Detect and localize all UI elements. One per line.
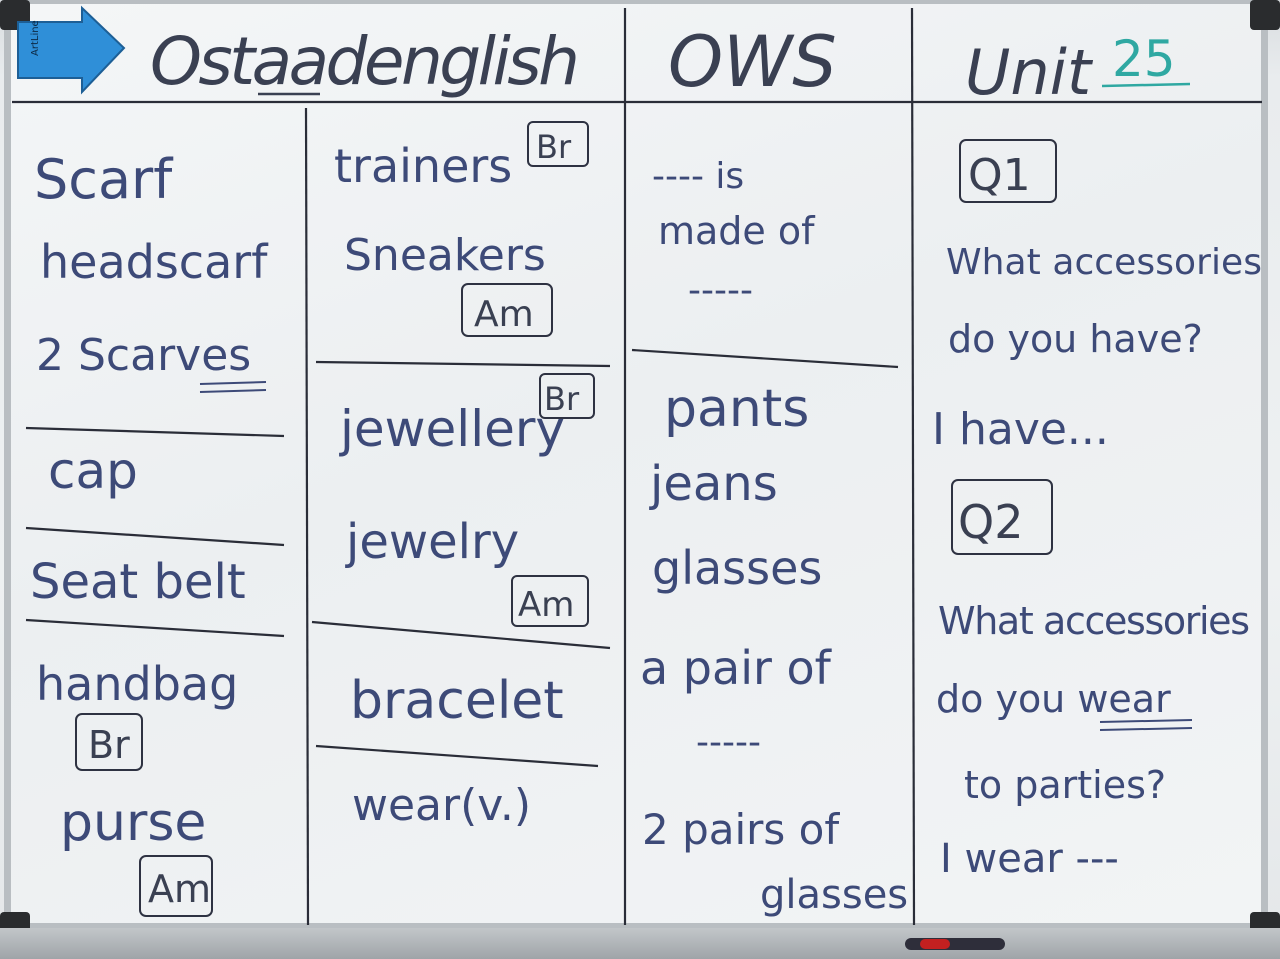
tag-box-trainers [527, 121, 589, 167]
word-glasses: glasses [652, 541, 822, 595]
tag-box-jewellery [539, 373, 595, 419]
word-scarf: Scarf [34, 148, 174, 211]
frame-corner-top-right [1250, 0, 1280, 30]
word-handbag: handbag [36, 657, 238, 711]
unit-number-underline [1101, 82, 1191, 88]
tag-box-q2 [951, 479, 1053, 555]
q1-answer: I have... [932, 404, 1109, 455]
word-jeans: jeans [649, 456, 778, 512]
word-cap: cap [48, 442, 138, 500]
tag-box-q1 [959, 139, 1057, 203]
tag-box-jewelry [511, 575, 589, 627]
phrase-pairs-of: 2 pairs of [642, 805, 840, 854]
word-wear: wear(v.) [352, 780, 531, 831]
whiteboard-frame [4, 0, 1268, 930]
word-pairs-glasses: glasses [760, 872, 908, 918]
tag-trainers: Br [536, 128, 572, 166]
tag-jewelry: Am [518, 585, 574, 625]
phrase-pair-of: a pair of [640, 641, 833, 695]
word-scarves: 2 Scarves [36, 330, 251, 381]
brand-title: Ostaadenglish [150, 23, 580, 100]
word-jewelry: jewelry [345, 514, 519, 570]
tag-box-sneakers [461, 283, 553, 337]
tag-q2: Q2 [958, 495, 1023, 549]
q2-line2: do you wear [936, 677, 1171, 721]
phrase-made-of: made of [658, 209, 816, 253]
word-pants: pants [664, 379, 809, 439]
phrase-pair-dash: ----- [696, 722, 761, 763]
section-title: OWS [668, 21, 837, 103]
tag-sneakers: Am [474, 294, 534, 335]
word-seat-belt: Seat belt [30, 554, 246, 610]
word-headscarf: headscarf [40, 235, 269, 289]
word-purse: purse [60, 793, 206, 853]
q1-line1: What accessories [946, 242, 1262, 283]
tag-purse: Am [148, 867, 211, 911]
word-bracelet: bracelet [350, 671, 564, 731]
eraser-label: ArtLine [30, 20, 41, 56]
tag-q1: Q1 [968, 150, 1031, 201]
word-jewellery: jewellery [339, 400, 565, 458]
eraser[interactable]: ArtLine [17, 5, 126, 95]
q2-answer: I wear --- [940, 836, 1119, 882]
phrase-dash: ----- [688, 270, 753, 311]
marker-tray [0, 928, 1280, 959]
unit-number: 25 [1112, 30, 1176, 88]
q2-line3: to parties? [964, 763, 1166, 807]
tag-box-purse [139, 855, 213, 917]
board-grid-lines [12, 7, 1262, 926]
tag-box-handbag [75, 713, 143, 771]
q1-line2: do you have? [948, 317, 1203, 361]
marker-pen-cap [920, 939, 950, 949]
word-trainers: trainers [334, 139, 512, 193]
word-sneakers: Sneakers [344, 230, 546, 281]
unit-label: Unit [965, 36, 1094, 109]
tag-handbag: Br [88, 723, 130, 767]
q2-line1: What accessories [938, 599, 1250, 643]
phrase-is: ---- is [652, 156, 744, 197]
tag-jewellery: Br [544, 380, 580, 418]
